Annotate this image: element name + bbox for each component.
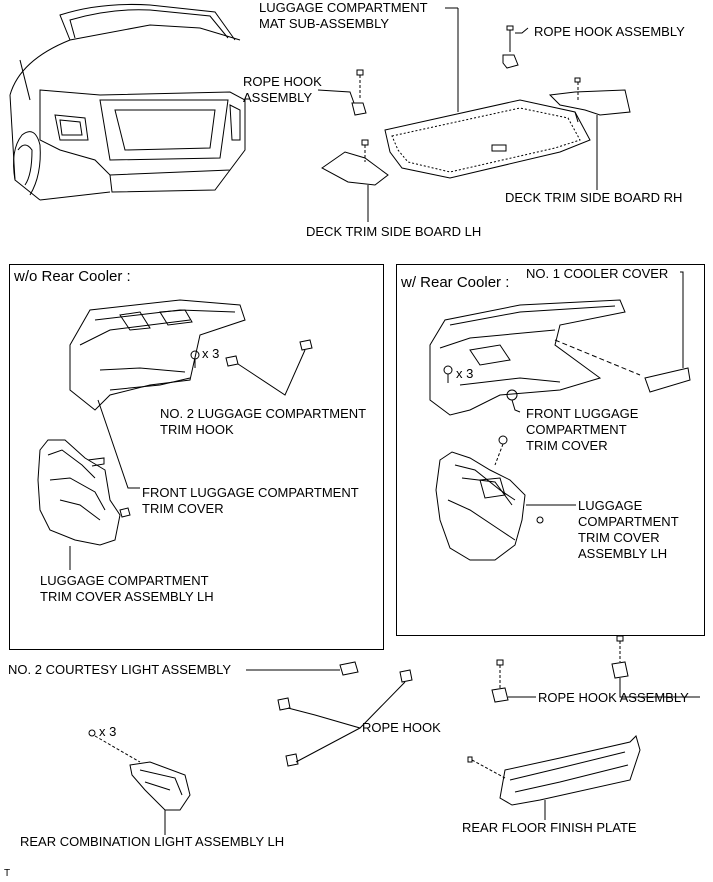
label-rope-hook-top-left-1: ROPE HOOK [243,74,322,89]
leader-rope-hook-b [295,727,361,763]
label-mat-line1: LUGGAGE COMPARTMENT [259,0,428,15]
leader-rope-hook-tr [515,27,529,34]
floor-finish-plate-part [467,735,641,806]
label-front-cover-left-1: FRONT LUGGAGE COMPARTMENT [142,485,359,500]
leader-no2-hook [237,349,306,396]
footer-code: T [4,868,11,879]
label-deck-rh: DECK TRIM SIDE BOARD RH [505,190,683,205]
deck-trim-rh-part [548,77,631,116]
leader-front-cover-left [97,399,140,489]
leader-rope-hook-asm-b [619,678,700,698]
leader-rope-hook-tl [317,89,355,104]
label-front-cover-right-2: COMPARTMENT [526,422,627,437]
deck-trim-lh-part [321,139,389,186]
label-deck-lh: DECK TRIM SIDE BOARD LH [306,224,482,239]
label-no2-hook-2: TRIM HOOK [160,422,234,437]
rope-hook-assembly-bottom-parts [491,635,629,703]
car-rear-illustration [9,3,246,201]
label-x3-bottom: x 3 [99,724,117,739]
label-mat-line2: MAT SUB-ASSEMBLY [259,16,390,31]
panel-left-title: w/o Rear Cooler : [14,268,131,285]
clip-right-x3 [443,365,453,383]
leader-front-cover-right [511,399,521,413]
cooler-cover-dash [554,339,641,376]
label-trim-cover-right-2: COMPARTMENT [578,514,679,529]
courtesy-light-part [339,661,359,676]
label-x3-left: x 3 [202,346,220,361]
label-front-cover-right-3: TRIM COVER [526,438,608,453]
clip-right-front-cover [506,389,518,401]
label-no1-cooler: NO. 1 COOLER COVER [526,266,669,281]
label-rope-hook-top-left-2: ASSEMBLY [243,90,313,105]
label-trim-cover-left-1: LUGGAGE COMPARTMENT [40,573,209,588]
label-floor-plate: REAR FLOOR FINISH PLATE [462,820,637,835]
trim-cover-lh-right-part [435,435,544,561]
label-trim-cover-right-4: ASSEMBLY LH [578,546,668,561]
label-front-cover-left-2: TRIM COVER [142,501,224,516]
label-trim-cover-left-2: TRIM COVER ASSEMBLY LH [40,589,214,604]
leader-no1-cooler [680,271,684,368]
label-combination-light: REAR COMBINATION LIGHT ASSEMBLY LH [20,834,285,849]
rope-hook-parts-bottom [277,669,413,767]
combination-light-part [129,761,191,811]
label-no2-hook-1: NO. 2 LUGGAGE COMPARTMENT [160,406,367,421]
clip-left-x3 [190,350,200,368]
panel-with-rear-cooler [396,264,705,636]
label-rope-hook: ROPE HOOK [362,720,441,735]
cooler-cover-part [644,367,691,393]
luggage-mat-illustration [384,99,591,179]
panel-without-rear-cooler [9,264,384,650]
label-rope-hook-top-right: ROPE HOOK ASSEMBLY [534,24,685,39]
leader-rope-hook-a [287,681,406,729]
trim-cover-lh-left-part [37,439,131,546]
rope-hook-top-right-part [502,25,519,69]
combination-light-dash [94,735,141,763]
label-front-cover-right-1: FRONT LUGGAGE [526,406,639,421]
rope-hook-top-left-part [351,69,367,116]
panel-right-title: w/ Rear Cooler : [401,274,510,291]
label-x3-right: x 3 [456,366,474,381]
screw-x3-bottom [88,729,96,737]
front-trim-cover-left-part [69,299,246,411]
label-rope-hook-assembly-bottom: ROPE HOOK ASSEMBLY [538,690,689,705]
label-courtesy-light: NO. 2 COURTESY LIGHT ASSEMBLY [8,662,231,677]
front-trim-cover-right-part [429,299,626,416]
label-trim-cover-right-1: LUGGAGE [578,498,643,513]
label-trim-cover-right-3: TRIM COVER [578,530,660,545]
